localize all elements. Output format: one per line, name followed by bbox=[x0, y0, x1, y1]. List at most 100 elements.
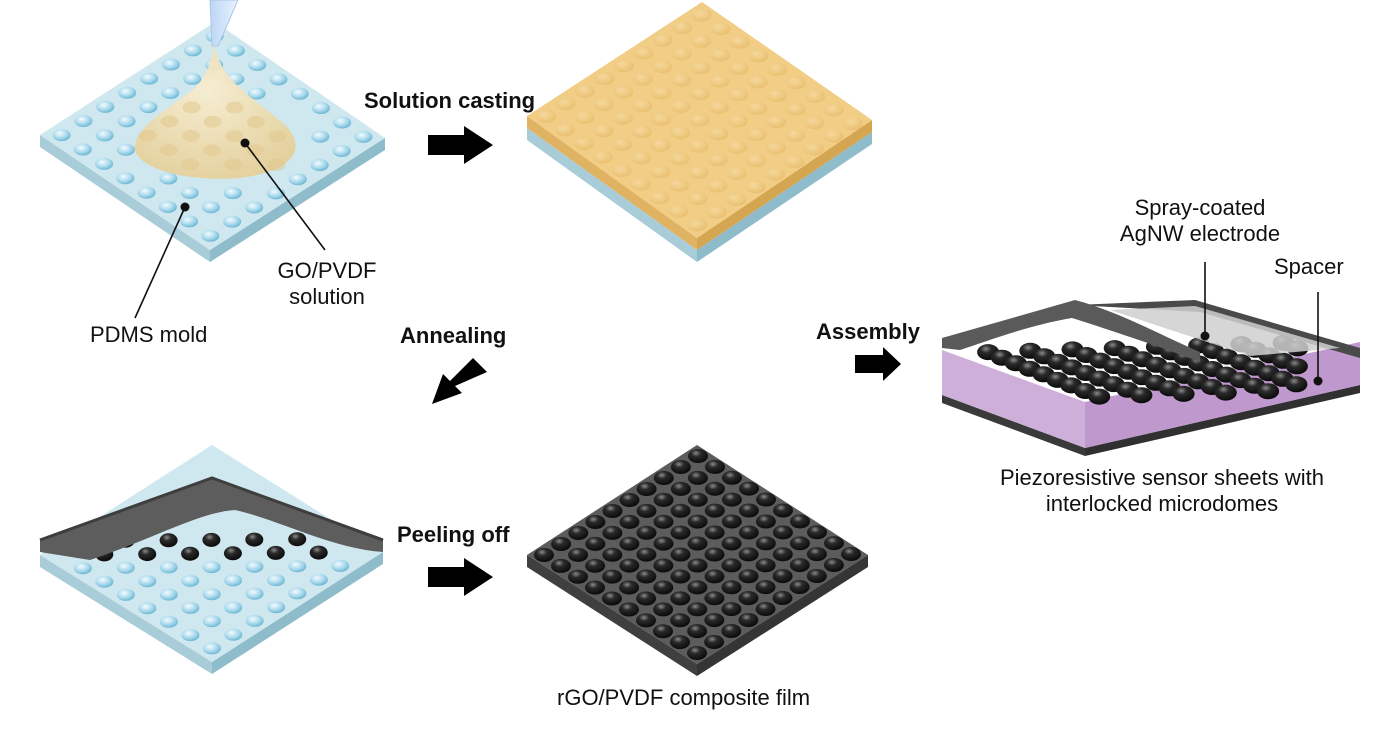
microdome bbox=[74, 115, 93, 127]
microdome bbox=[631, 125, 652, 139]
microdome bbox=[594, 71, 615, 85]
microdome bbox=[182, 101, 201, 114]
label-sensor-line2: interlocked microdomes bbox=[1045, 491, 1279, 516]
microdome bbox=[687, 580, 708, 595]
microdome bbox=[687, 192, 708, 206]
microdome bbox=[727, 114, 748, 128]
microdome bbox=[785, 128, 806, 142]
label-composite-film: rGO/PVDF composite film bbox=[557, 685, 811, 710]
microdome bbox=[687, 514, 708, 529]
microdome bbox=[789, 536, 810, 551]
spacer-side-left bbox=[942, 350, 1085, 448]
pointer-line-mold bbox=[134, 206, 186, 319]
microdome bbox=[738, 613, 759, 627]
microdome bbox=[842, 117, 863, 131]
microdome bbox=[201, 229, 220, 242]
microdome bbox=[116, 588, 135, 601]
microdome bbox=[117, 115, 136, 128]
microdome bbox=[784, 155, 805, 169]
arrow-solution-casting-icon bbox=[428, 126, 493, 164]
microdome bbox=[619, 514, 640, 529]
microdome bbox=[636, 591, 657, 606]
microdome bbox=[309, 545, 328, 560]
microdome bbox=[611, 164, 632, 178]
microdome bbox=[824, 536, 844, 551]
microdome bbox=[688, 449, 708, 463]
microdome bbox=[670, 99, 691, 113]
microdome bbox=[704, 613, 725, 628]
microdome bbox=[1088, 388, 1111, 405]
microdome bbox=[687, 470, 708, 485]
microdome bbox=[568, 547, 589, 562]
microdome bbox=[636, 569, 657, 584]
step-label-annealing: Annealing bbox=[400, 323, 507, 348]
microdome bbox=[755, 580, 776, 595]
microdome bbox=[756, 492, 776, 507]
microdome bbox=[803, 142, 824, 156]
microdome bbox=[619, 558, 640, 573]
microdome bbox=[707, 153, 728, 167]
microdome bbox=[309, 573, 328, 586]
microdome bbox=[726, 193, 747, 207]
label-spacer: Spacer bbox=[1274, 254, 1344, 279]
microdome bbox=[649, 191, 670, 205]
microdome bbox=[602, 504, 623, 518]
microdome bbox=[612, 137, 633, 151]
microdome bbox=[721, 580, 742, 595]
microdome bbox=[789, 558, 810, 573]
microdome bbox=[602, 547, 623, 562]
microdome bbox=[613, 59, 634, 73]
microdome bbox=[137, 186, 156, 199]
microdome bbox=[224, 574, 243, 587]
microdome bbox=[755, 536, 776, 551]
microdome bbox=[602, 525, 623, 540]
microdome bbox=[619, 536, 640, 551]
arrow-assembly-icon bbox=[855, 347, 901, 381]
microdome bbox=[534, 548, 554, 562]
microdome bbox=[223, 187, 242, 200]
microdome bbox=[653, 492, 674, 507]
microdome bbox=[138, 547, 157, 562]
microdome bbox=[246, 116, 265, 128]
microdome bbox=[602, 569, 623, 584]
assembled-sensor bbox=[942, 262, 1360, 456]
microdome bbox=[772, 525, 793, 540]
microdome bbox=[747, 101, 768, 115]
microdome bbox=[568, 526, 589, 540]
cast-mold-side-right bbox=[697, 132, 872, 262]
microdome bbox=[116, 143, 135, 156]
microdome bbox=[765, 167, 786, 181]
microdome bbox=[585, 558, 606, 573]
microdome bbox=[52, 129, 71, 142]
microdome bbox=[653, 580, 674, 595]
microdome bbox=[585, 580, 605, 595]
peeled-film-edge bbox=[39, 476, 384, 542]
solution-microdomes bbox=[138, 101, 287, 171]
microdome bbox=[710, 22, 731, 36]
microdome bbox=[766, 89, 787, 103]
microdome bbox=[602, 591, 622, 606]
microdome bbox=[729, 35, 750, 49]
microdome bbox=[267, 601, 286, 614]
microdome bbox=[159, 588, 178, 601]
peel-mold-microdomes bbox=[73, 559, 350, 655]
microdome bbox=[738, 525, 759, 540]
microdome bbox=[773, 503, 793, 518]
microdome bbox=[1285, 376, 1308, 393]
microdome bbox=[785, 102, 806, 116]
pointer-dot-spacer bbox=[1313, 376, 1323, 386]
microdome bbox=[766, 115, 787, 129]
microdome bbox=[116, 172, 135, 185]
microdome bbox=[613, 85, 634, 99]
peeling-film-from-mold bbox=[39, 445, 384, 674]
microdome bbox=[653, 602, 674, 617]
microdome bbox=[95, 157, 114, 170]
mold-side-left bbox=[40, 135, 210, 262]
microdome bbox=[772, 591, 793, 605]
mold-microdomes bbox=[52, 30, 373, 242]
microdome bbox=[95, 575, 114, 588]
microdome bbox=[181, 158, 200, 171]
microdome bbox=[354, 130, 373, 143]
microdome bbox=[161, 87, 180, 99]
microdome bbox=[183, 44, 202, 57]
